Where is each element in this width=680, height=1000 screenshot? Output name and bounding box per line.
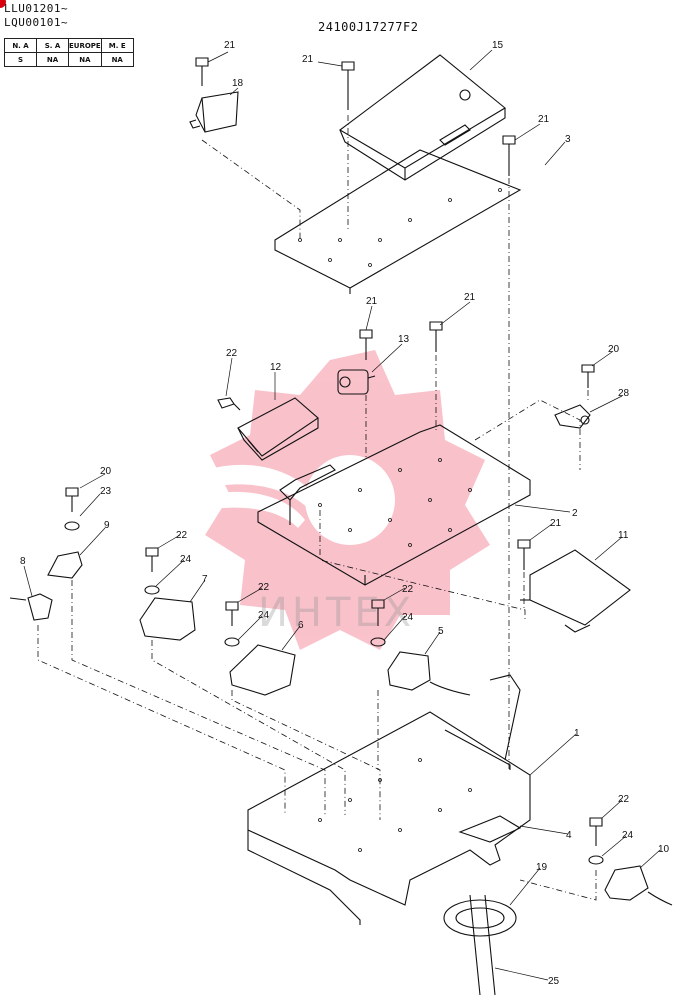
bolt-icons <box>145 57 603 846</box>
table-header-cell: EUROPE <box>68 38 102 53</box>
region-applicability-table: N. A S. A EUROPE M. E S NA NA NA <box>4 38 134 67</box>
callout-22-center: 22 <box>258 582 270 593</box>
callout-21-upper-right: 21 <box>538 114 550 125</box>
part-7-unit <box>139 597 196 641</box>
callout-21-top-center: 21 <box>302 54 314 65</box>
table-cell: NA <box>68 52 102 67</box>
callout-1: 1 <box>574 728 580 739</box>
callouts: 21 21 15 18 21 3 21 21 13 22 12 20 28 2 … <box>20 40 670 987</box>
callout-2: 2 <box>572 508 578 519</box>
assembly-line <box>37 625 286 815</box>
table-cell: NA <box>100 52 134 67</box>
callout-11: 11 <box>618 530 629 541</box>
callout-3: 3 <box>565 134 571 145</box>
callout-13: 13 <box>398 334 410 345</box>
callout-7: 7 <box>202 574 208 585</box>
callout-24-left: 24 <box>180 554 192 565</box>
callout-21-mid-right: 21 <box>464 292 476 303</box>
callout-12: 12 <box>270 362 282 373</box>
part-8-connector <box>9 593 53 621</box>
part-28-bracket <box>554 404 591 429</box>
callout-6: 6 <box>298 620 304 631</box>
part-2-main-plate <box>257 424 531 586</box>
part-12-module <box>237 397 319 461</box>
part-10-unit <box>604 865 673 906</box>
part-5-unit <box>387 651 471 696</box>
part-3-upper-plate <box>274 149 522 294</box>
callout-5: 5 <box>438 626 444 637</box>
callout-25: 25 <box>548 976 560 987</box>
callout-23: 23 <box>100 486 112 497</box>
part-20-bolt-upper-icon <box>581 364 595 388</box>
callout-24-center: 24 <box>258 610 270 621</box>
assembly-line <box>151 640 346 815</box>
callout-4: 4 <box>566 830 572 841</box>
callout-24-lower-right: 24 <box>622 830 634 841</box>
callout-20-right: 20 <box>608 344 620 355</box>
serial-range-2: LQU00101~ <box>4 16 69 29</box>
assembly-line <box>201 139 301 240</box>
table-cell: NA <box>36 52 69 67</box>
callout-22-center-right: 22 <box>402 584 414 595</box>
drawing-code: 24100J17277F2 <box>318 20 419 34</box>
table-header-cell: N. A <box>4 38 37 53</box>
part-11-controller <box>520 549 631 633</box>
part-22-screw-icon <box>217 397 241 411</box>
red-corner-mark <box>0 0 6 8</box>
assembly-line <box>231 690 381 820</box>
callout-21-top-left: 21 <box>224 40 236 51</box>
callout-19: 19 <box>536 862 548 873</box>
table-header-cell: S. A <box>36 38 69 53</box>
part-23-washer <box>64 521 80 531</box>
serial-range-1: LLU01201~ <box>4 2 69 15</box>
callout-22-left: 22 <box>176 530 188 541</box>
part-18-relay <box>189 91 239 133</box>
callout-10: 10 <box>658 844 670 855</box>
watermark-text: ИНТЕХ <box>258 590 416 636</box>
callout-22-upper: 22 <box>226 348 238 359</box>
part-1-base-frame <box>247 674 531 925</box>
part-13-buzzer <box>337 369 376 395</box>
part-4-cover <box>458 815 522 843</box>
table-cell: S <box>4 52 37 67</box>
callout-22-lower-right: 22 <box>618 794 630 805</box>
callout-8: 8 <box>20 556 26 567</box>
callout-21-mid-left: 21 <box>366 296 378 307</box>
table-header-cell: M. E <box>100 38 134 53</box>
assembly-line <box>474 399 581 470</box>
callout-24-center-right: 24 <box>402 612 414 623</box>
table-row: S NA NA NA <box>4 52 134 67</box>
part-19-grommet <box>443 894 517 996</box>
part-9-switch <box>47 551 83 579</box>
part-15-controller-box <box>339 54 506 181</box>
table-header-row: N. A S. A EUROPE M. E <box>4 38 134 53</box>
callout-9: 9 <box>104 520 110 531</box>
part-20-bolt-left-icon <box>65 487 79 512</box>
callout-28: 28 <box>618 388 630 399</box>
assembly-line <box>71 580 326 815</box>
assembly-line <box>519 870 597 901</box>
callout-20-left: 20 <box>100 466 112 477</box>
callout-21-lower: 21 <box>550 518 562 529</box>
washer-icons <box>144 585 604 865</box>
leader-lines <box>23 49 661 981</box>
part-6-unit <box>229 644 296 696</box>
callout-15: 15 <box>492 40 504 51</box>
callout-18: 18 <box>232 78 244 89</box>
